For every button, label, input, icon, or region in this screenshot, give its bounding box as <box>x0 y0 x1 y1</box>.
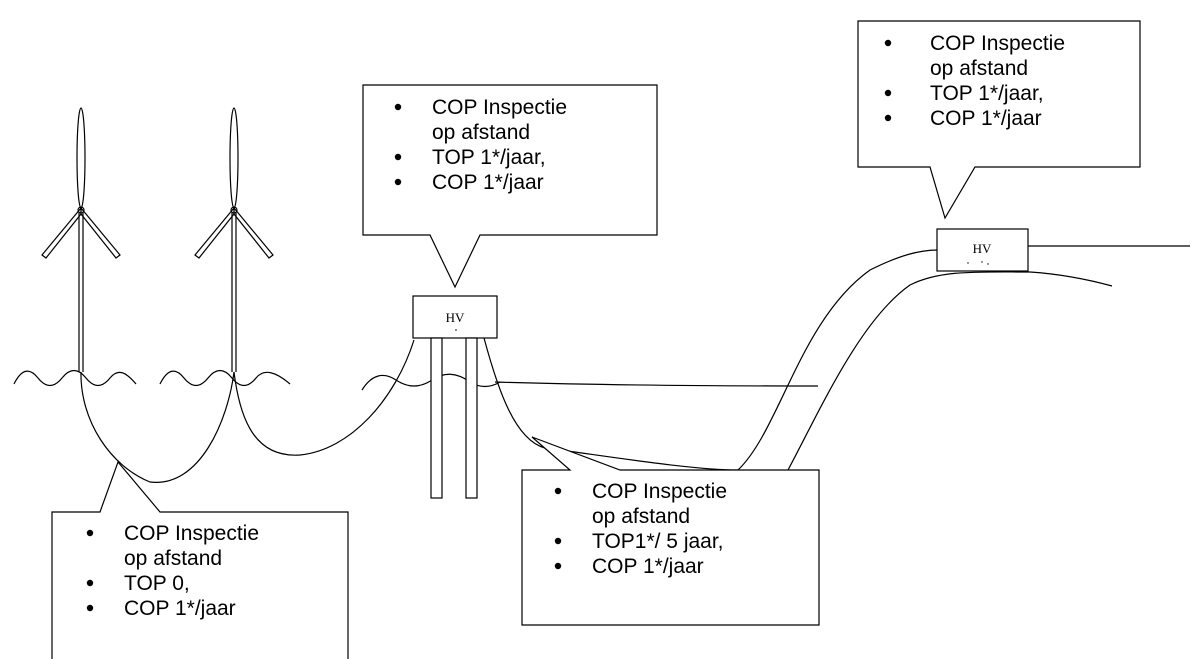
bullet-icon <box>86 579 94 587</box>
bullet-icon <box>554 562 562 570</box>
callout-line: COP Inspectie <box>930 32 1065 55</box>
bullet-icon <box>86 529 94 537</box>
bullet-icon <box>884 89 892 97</box>
export-cables <box>483 245 1190 471</box>
onshore-hv-label: HV <box>973 241 992 256</box>
onshore-hv-station: HV <box>936 228 1029 272</box>
bullet-icon <box>86 604 94 612</box>
callout-line: TOP 0, <box>124 572 190 595</box>
onshore-hv-box <box>936 228 1029 272</box>
offshore-hv-box <box>412 295 498 339</box>
callout-line: op afstand <box>930 57 1028 80</box>
callout-line: COP 1*/jaar <box>432 171 544 194</box>
callout-line: TOP 1*/jaar, <box>930 82 1044 105</box>
bullet-icon <box>394 178 402 186</box>
bullet-icon <box>884 114 892 122</box>
callout-line: TOP1*/ 5 jaar, <box>592 530 724 553</box>
offshore-hv-platform: HV <box>412 295 498 499</box>
callout-line: op afstand <box>592 505 690 528</box>
wind-turbine-1 <box>41 107 121 372</box>
platform-leg-left <box>430 337 443 499</box>
platform-leg-right <box>465 337 478 499</box>
sea-surface-waves <box>13 369 819 391</box>
bullet-icon <box>884 39 892 47</box>
callout-line: COP 1*/jaar <box>930 107 1042 130</box>
offshore-hv-label: HV <box>446 310 465 325</box>
bullet-icon <box>554 487 562 495</box>
bullet-icon <box>394 153 402 161</box>
callout-line: COP Inspectie <box>124 522 259 545</box>
bullet-icon <box>554 537 562 545</box>
callout-line: op afstand <box>432 121 530 144</box>
callout-line: COP Inspectie <box>592 480 727 503</box>
callout-line: TOP 1*/jaar, <box>432 146 546 169</box>
bullet-icon <box>394 103 402 111</box>
inter-array-cables <box>80 339 415 483</box>
wind-turbine-2 <box>194 107 274 372</box>
callout-line: COP 1*/jaar <box>592 555 704 578</box>
callout-line: op afstand <box>124 547 222 570</box>
callout-line: COP 1*/jaar <box>124 597 236 620</box>
callout-line: COP Inspectie <box>432 96 567 119</box>
